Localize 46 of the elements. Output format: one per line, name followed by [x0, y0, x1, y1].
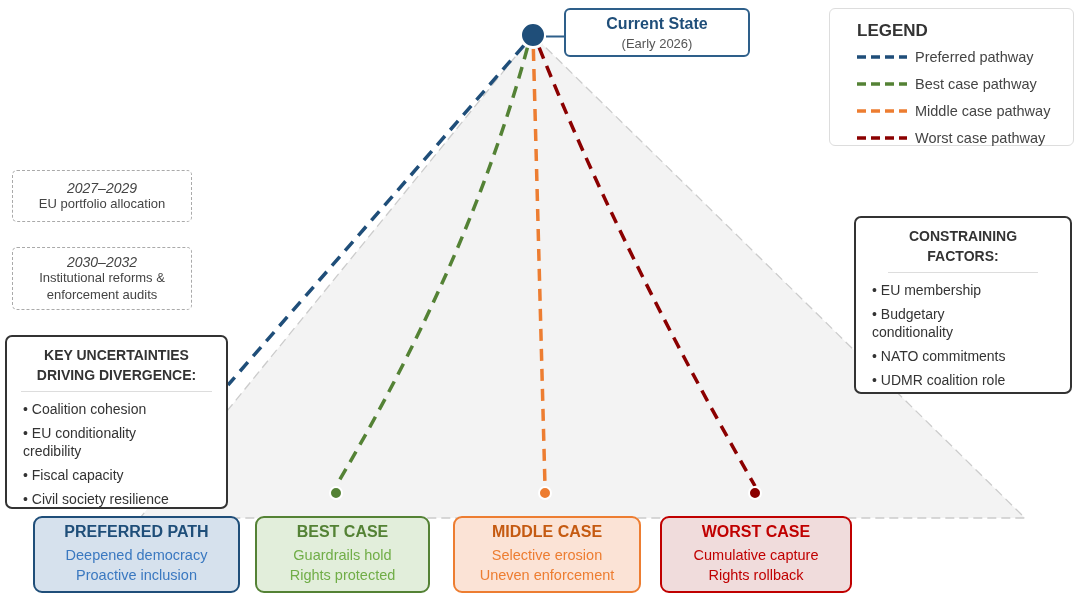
bullet-item: • EU conditionality credibility — [23, 423, 138, 461]
factor-box — [5, 335, 228, 509]
connector-line — [545, 35, 565, 38]
outcome-box — [33, 516, 240, 593]
box-heading: Current State — [606, 14, 708, 33]
outcome-box — [453, 516, 641, 593]
legend-text: Best case pathway — [915, 76, 1037, 92]
bullet-item: • NATO commitments — [872, 347, 1007, 366]
outcome-box — [660, 516, 852, 593]
legend-title: LEGEND — [857, 21, 928, 41]
legend-text: Worst case pathway — [915, 130, 1046, 146]
box-text: (Early 2026) — [621, 35, 693, 51]
box-text: EU portfolio allocation — [37, 195, 167, 213]
state-dot — [520, 22, 546, 48]
box-text: Proactive inclusion — [76, 566, 197, 585]
box-heading: 2030–2032 — [66, 254, 138, 271]
legend-text: Preferred pathway — [915, 49, 1034, 65]
box-heading: 2027–2029 — [66, 179, 138, 196]
bullet-item: • Civil society resilience — [23, 490, 170, 509]
pathway-line — [226, 44, 526, 387]
box-text: Guardrails hold — [293, 546, 392, 566]
box-text: Deepened democracy — [65, 546, 208, 566]
box-heading: KEY UNCERTAINTIES DRIVING DIVERGENCE: — [21, 345, 212, 392]
timeline-box — [12, 247, 192, 310]
box-text: Selective erosion — [491, 546, 603, 566]
factor-box — [854, 216, 1072, 394]
box-heading: PREFERRED PATH — [64, 523, 209, 542]
box-text: Cumulative capture — [693, 546, 819, 566]
bullet-item: • Budgetary conditionality — [872, 304, 954, 342]
bullet-item: • Fiscal capacity — [23, 466, 125, 485]
box-heading: MIDDLE CASE — [491, 523, 603, 542]
bullet-item: • UDMR coalition role — [872, 371, 1007, 390]
box-heading: BEST CASE — [296, 523, 389, 542]
state-box — [564, 8, 750, 57]
box-heading: CONSTRAINING FACTORS: — [888, 226, 1038, 273]
pathway-line — [537, 46, 757, 487]
bullet-item: • EU membership — [872, 280, 983, 299]
box-heading: WORST CASE — [701, 523, 811, 542]
box-text: Institutional reforms & enforcement audits — [38, 270, 166, 303]
bullet-item: • Coalition cohesion — [23, 399, 148, 418]
box-text: Rights protected — [289, 566, 396, 585]
timeline-box — [12, 170, 192, 222]
box-text: Uneven enforcement — [479, 566, 615, 585]
outcome-box — [255, 516, 430, 593]
legend-text: Middle case pathway — [915, 103, 1051, 119]
box-text: Rights rollback — [708, 566, 804, 585]
